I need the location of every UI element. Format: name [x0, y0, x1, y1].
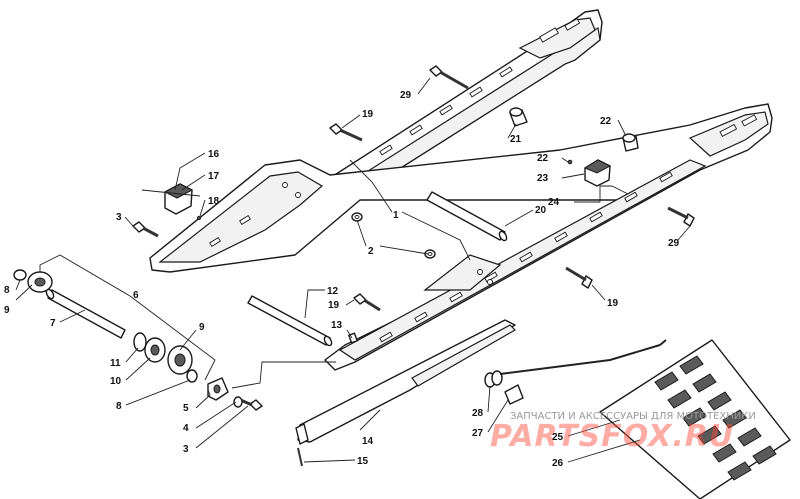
bearing-9b — [167, 345, 193, 375]
bushing-22 — [622, 133, 639, 152]
bolt-3a — [132, 221, 159, 238]
screw-15 — [297, 447, 303, 467]
clip-22b — [567, 159, 573, 165]
block-23 — [583, 159, 612, 187]
bolt-19a — [329, 123, 363, 142]
bolt-29b — [667, 206, 695, 227]
callout-28: 28 — [472, 408, 484, 419]
spacer-11 — [133, 332, 147, 352]
idler-wheel-10 — [144, 337, 166, 363]
block-17 — [163, 183, 194, 215]
callout-29b: 29 — [668, 238, 680, 249]
bearing-9a — [27, 271, 53, 293]
front-side-rail — [149, 103, 773, 371]
callout-6: 6 — [133, 290, 139, 301]
callout-22b: 22 — [537, 153, 549, 164]
cross-shaft-12 — [247, 295, 333, 347]
spring-cap-27 — [504, 384, 524, 405]
callouts: 1 2 3 3 4 5 6 7 8 8 9 9 10 11 12 13 14 1… — [4, 90, 680, 469]
front-rail-slots — [209, 114, 758, 343]
bolt-19c — [353, 293, 381, 312]
callout-7: 7 — [50, 318, 56, 329]
rear-rail-slots — [379, 18, 581, 156]
bushing-21 — [509, 107, 528, 127]
spring-28 — [484, 339, 667, 388]
callout-29a: 29 — [400, 90, 412, 101]
wear-strip-14 — [295, 319, 516, 445]
washer-4 — [233, 396, 243, 408]
callout-8a: 8 — [4, 285, 10, 296]
spacer-2b — [424, 249, 436, 259]
callout-23: 23 — [537, 173, 549, 184]
callout-24: 24 — [548, 197, 560, 208]
callout-19c: 19 — [328, 300, 340, 311]
snap-ring-8b — [186, 369, 198, 383]
snap-ring-8a — [13, 269, 27, 281]
watermark-caption: ЗАПЧАСТИ И АКСЕССУАРЫ ДЛЯ МОТОТЕХНИКИ — [510, 411, 756, 422]
callout-11: 11 — [110, 358, 121, 369]
callout-27: 27 — [472, 428, 484, 439]
callout-15: 15 — [357, 456, 369, 467]
callout-3a: 3 — [116, 212, 122, 223]
callout-13: 13 — [331, 320, 343, 331]
callout-26: 26 — [552, 458, 564, 469]
clip-18 — [197, 216, 201, 220]
callout-12: 12 — [327, 286, 339, 297]
leader-lines — [15, 77, 691, 463]
spacer-2a — [351, 212, 363, 222]
callout-1: 1 — [393, 210, 399, 221]
rear-side-rail — [329, 9, 603, 206]
callout-22a: 22 — [600, 116, 612, 127]
callout-8b: 8 — [116, 401, 122, 412]
track-lugs — [654, 355, 777, 481]
callout-9b: 9 — [199, 322, 205, 333]
track-26 — [599, 339, 791, 499]
callout-2: 2 — [368, 246, 374, 257]
callout-5: 5 — [183, 403, 189, 414]
callout-9a: 9 — [4, 305, 10, 316]
callout-14: 14 — [362, 436, 374, 447]
callout-20: 20 — [535, 205, 547, 216]
callout-19a: 19 — [362, 109, 374, 120]
watermark: ЗАПЧАСТИ И АКСЕССУАРЫ ДЛЯ МОТОТЕХНИКИ PA… — [490, 411, 756, 454]
axle-7 — [45, 288, 126, 339]
callout-25: 25 — [552, 432, 564, 443]
callout-19b: 19 — [607, 298, 619, 309]
callout-18: 18 — [208, 196, 220, 207]
pin-24 — [611, 185, 629, 195]
callout-4: 4 — [183, 423, 189, 434]
cap-5 — [207, 377, 229, 401]
bolt-19b — [565, 266, 593, 289]
cross-shaft-20 — [426, 191, 508, 242]
bolt-29a — [429, 65, 469, 90]
watermark-logo: PARTSFOX.RU — [490, 419, 734, 454]
callout-3b: 3 — [183, 444, 189, 455]
callout-17: 17 — [208, 171, 220, 182]
callout-16: 16 — [208, 149, 220, 160]
callout-21: 21 — [510, 134, 522, 145]
callout-10: 10 — [110, 376, 122, 387]
pin-16 — [141, 189, 201, 197]
